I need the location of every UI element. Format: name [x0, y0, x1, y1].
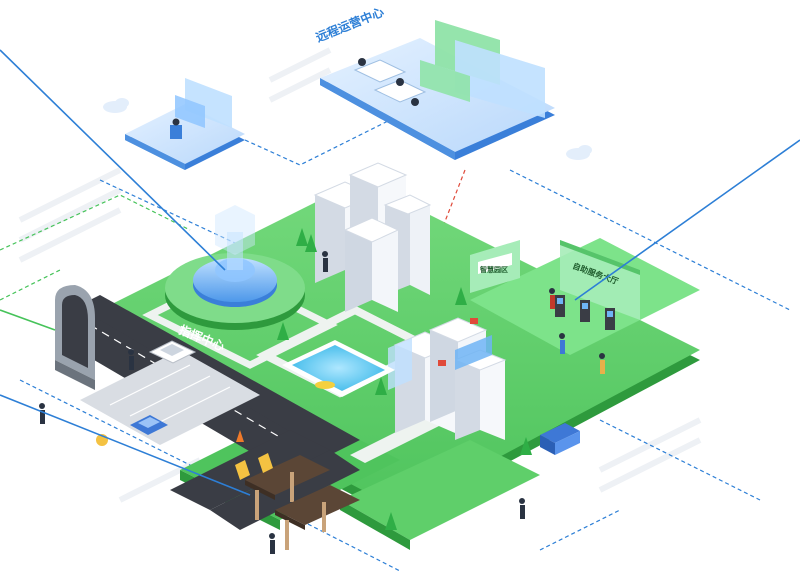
remote-operations-center: 远程运营中心 [314, 4, 555, 160]
pool [282, 340, 395, 397]
command-center [165, 205, 305, 330]
traffic-cone [236, 430, 244, 442]
sign-board-label: 智慧园区 [480, 265, 508, 274]
towers-south [388, 317, 507, 440]
sign-board: 智慧园区 [470, 240, 520, 293]
people [39, 251, 605, 554]
remote-center-label: 远程运营中心 [314, 4, 386, 45]
delivery-truck [540, 423, 580, 455]
white-car [148, 340, 197, 364]
entrance-gates [235, 453, 360, 550]
monitor-room [125, 78, 245, 170]
background-hatching [18, 47, 702, 503]
office-towers [313, 162, 432, 312]
parking-lot [80, 350, 260, 445]
trees [277, 228, 532, 530]
tunnel [55, 285, 95, 390]
clouds [103, 98, 592, 160]
callout-lines [0, 49, 800, 496]
